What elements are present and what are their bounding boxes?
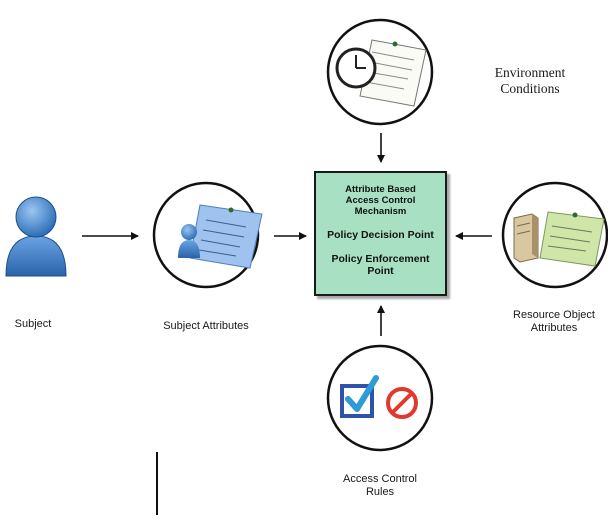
resource-label: Resource Object Attributes: [513, 309, 595, 334]
box-title-line1: Attribute Based: [345, 184, 416, 195]
rules-label: Access Control Rules: [343, 473, 417, 498]
box-title-line2: Access Control: [345, 195, 416, 206]
policy-decision-point: Policy Decision Point: [327, 229, 434, 241]
server-icon: [513, 213, 539, 263]
rules-circle: [326, 344, 434, 452]
note-icon: [539, 211, 605, 267]
policy-enforcement-line2: Point: [367, 265, 394, 277]
box-title-line3: Mechanism: [354, 206, 407, 217]
person-icon: [178, 224, 200, 258]
subject-attributes-label: Subject Attributes: [163, 320, 249, 332]
prohibited-icon: [386, 387, 418, 419]
checkbox-icon: [340, 375, 379, 418]
note-icon: [189, 204, 263, 269]
subject-label: Subject: [14, 318, 52, 330]
policy-enforcement-line1: Policy Enforcement: [331, 253, 430, 265]
abac-mechanism-box: Attribute Based Access Control Mechanism…: [314, 171, 447, 296]
person-icon: [5, 196, 67, 277]
clock-icon: [335, 47, 377, 89]
environment-label: Environment Conditions: [494, 65, 566, 96]
